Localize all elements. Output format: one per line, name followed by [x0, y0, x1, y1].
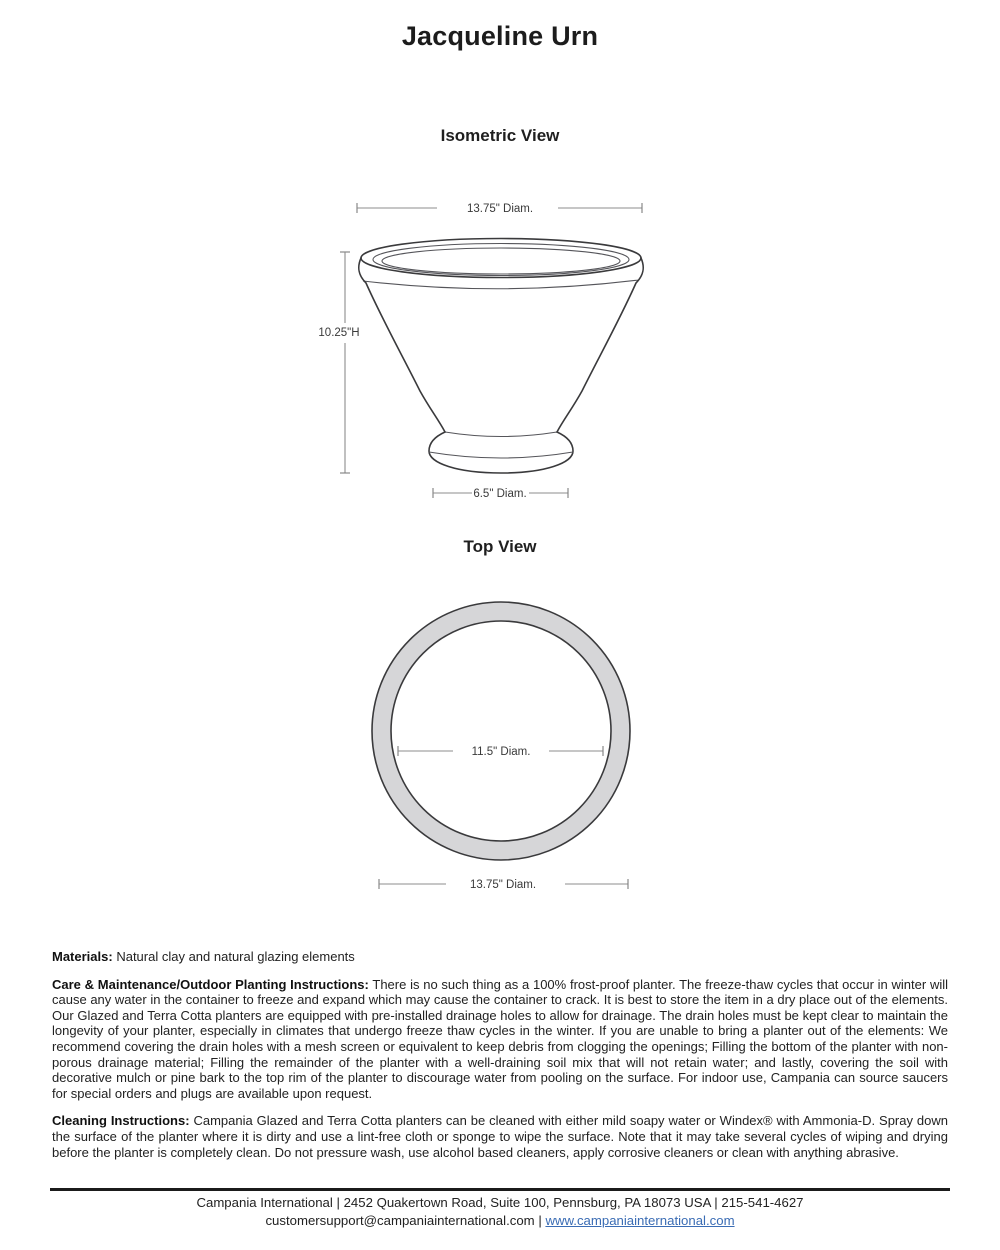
- specifications-text-block: Materials: Natural clay and natural glaz…: [52, 949, 948, 1172]
- opening-diameter-dimension: 11.5" Diam.: [397, 746, 604, 758]
- footer: Campania International | 2452 Quakertown…: [0, 1194, 1000, 1229]
- overall-diameter-label: 13.75" Diam.: [470, 879, 536, 891]
- cleaning-paragraph: Cleaning Instructions: Campania Glazed a…: [52, 1113, 948, 1160]
- cleaning-label: Cleaning Instructions:: [52, 1113, 190, 1129]
- overall-diameter-dimension: 13.75" Diam.: [378, 879, 629, 891]
- care-maintenance-text: There is no such thing as a 100% frost-p…: [52, 976, 948, 1101]
- urn-outline: [357, 237, 645, 474]
- footer-separator: |: [538, 1212, 542, 1228]
- height-label: 10.25"H: [318, 327, 359, 339]
- urn-isometric-drawing: 13.75" Diam. 10.25"H: [318, 203, 645, 500]
- foot-diameter-label: 6.5" Diam.: [473, 488, 526, 500]
- footer-email: customersupport@campaniainternational.co…: [265, 1212, 535, 1228]
- footer-website-link[interactable]: www.campaniainternational.com: [545, 1212, 735, 1228]
- rim-diameter-label: 13.75" Diam.: [467, 203, 533, 215]
- page-title: Jacqueline Urn: [401, 21, 599, 51]
- cleaning-text: Campania Glazed and Terra Cotta planters…: [52, 1113, 948, 1160]
- footer-address-line: Campania International | 2452 Quakertown…: [196, 1195, 804, 1210]
- urn-top-view-drawing: 11.5" Diam. 13.75" Diam.: [371, 601, 631, 891]
- opening-diameter-label: 11.5" Diam.: [472, 746, 531, 758]
- materials-value: Natural clay and natural glazing element…: [116, 949, 355, 964]
- top-view-heading: Top View: [463, 537, 537, 556]
- care-maintenance-label: Care & Maintenance/Outdoor Planting Inst…: [52, 976, 369, 992]
- materials-label: Materials:: [52, 949, 113, 964]
- foot-diameter-dimension: 6.5" Diam.: [432, 488, 569, 500]
- height-dimension: 10.25"H: [318, 251, 360, 474]
- isometric-view-heading: Isometric View: [440, 126, 560, 145]
- materials-line: Materials: Natural clay and natural glaz…: [52, 949, 948, 965]
- rim-diameter-dimension: 13.75" Diam.: [356, 203, 643, 215]
- top-view-ring: [371, 601, 631, 861]
- care-maintenance-paragraph: Care & Maintenance/Outdoor Planting Inst…: [52, 977, 948, 1102]
- footer-divider: [50, 1188, 950, 1191]
- footer-contact-line: customersupport@campaniainternational.co…: [0, 1212, 1000, 1230]
